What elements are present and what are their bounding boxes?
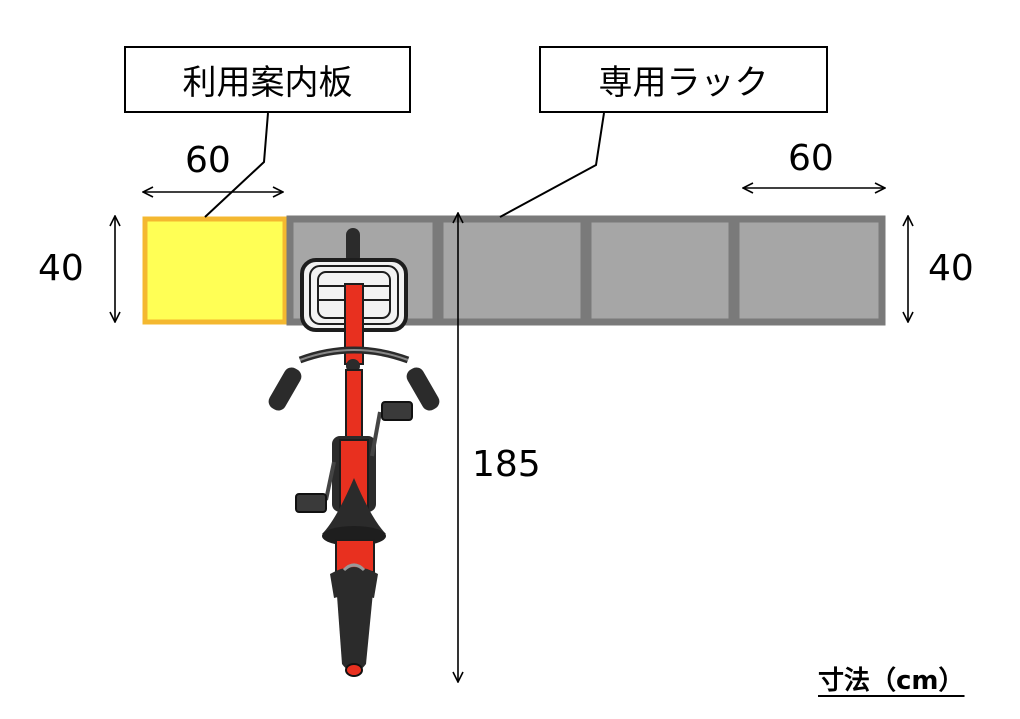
bicycle-icon — [268, 228, 440, 677]
bike-length-label: 185 — [472, 444, 541, 485]
info-board-leader — [204, 112, 269, 218]
board-width-label: 60 — [185, 140, 231, 181]
right-depth-label: 40 — [928, 248, 974, 289]
rack-callout-label: 専用ラック — [598, 63, 769, 103]
rack-width-label: 60 — [788, 138, 834, 179]
rack-leader — [499, 112, 605, 218]
rack-segment-2 — [436, 215, 588, 326]
info-board-panel — [142, 216, 288, 325]
info-board-callout: 利用案内板 — [124, 46, 411, 113]
info-board-callout-label: 利用案内板 — [182, 63, 353, 103]
units-label: 寸法（cm） — [818, 666, 965, 696]
rack-segment-3 — [584, 215, 736, 326]
rack-callout: 専用ラック — [539, 46, 828, 113]
rack-segment-4 — [732, 215, 886, 326]
left-depth-label: 40 — [38, 248, 84, 289]
